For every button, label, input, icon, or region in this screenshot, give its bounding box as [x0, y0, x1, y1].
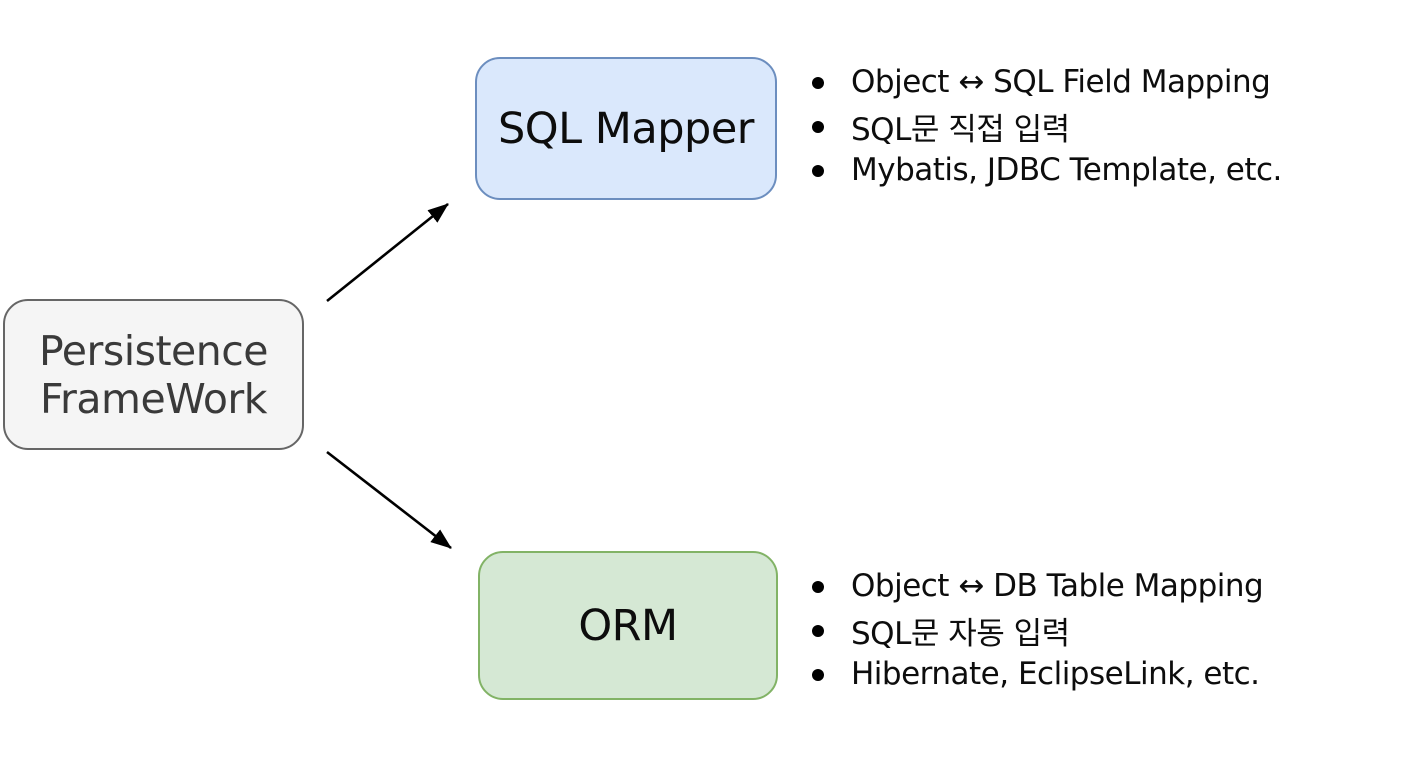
arrow-root-to-sql-mapper [326, 202, 449, 303]
node-persistence-framework: Persistence FrameWork [3, 299, 304, 450]
orm-bullet-1: Object ↔ DB Table Mapping [812, 564, 1264, 608]
node-persistence-framework-label-line2: FrameWork [39, 374, 268, 423]
node-sql-mapper: SQL Mapper [475, 57, 777, 200]
sql-mapper-bullet-2-text: SQL문 직접 입력 [851, 111, 1070, 148]
orm-bullet-3-text: Hibernate, EclipseLink, etc. [851, 656, 1260, 692]
sql-mapper-bullet-1: Object ↔ SQL Field Mapping [812, 60, 1282, 104]
node-orm-label: ORM [578, 600, 678, 651]
sql-mapper-bullet-3-text: Mybatis, JDBC Template, etc. [851, 152, 1282, 188]
bullet-dot [812, 121, 824, 133]
orm-bullet-2: SQL문 자동 입력 [812, 608, 1263, 652]
sql-mapper-bullet-1-text: Object ↔ SQL Field Mapping [851, 64, 1271, 100]
orm-bullet-list: Object ↔ DB Table Mapping SQL문 자동 입력 Hib… [812, 564, 1264, 696]
orm-bullet-1-text: Object ↔ DB Table Mapping [851, 568, 1264, 604]
arrow-root-to-orm [326, 450, 452, 550]
sql-mapper-bullet-2: SQL문 직접 입력 [812, 104, 1282, 148]
bullet-dot [812, 625, 824, 637]
bullet-dot [812, 77, 824, 89]
sql-mapper-bullet-3: Mybatis, JDBC Template, etc. [812, 148, 1282, 192]
node-sql-mapper-label: SQL Mapper [498, 103, 754, 154]
node-orm: ORM [478, 551, 778, 700]
bullet-dot [812, 165, 824, 177]
node-persistence-framework-label-line1: Persistence [38, 326, 269, 375]
bullet-dot [812, 669, 824, 681]
orm-bullet-3: Hibernate, EclipseLink, etc. [812, 652, 1263, 696]
orm-bullet-2-text: SQL문 자동 입력 [851, 615, 1070, 652]
sql-mapper-bullet-list: Object ↔ SQL Field Mapping SQL문 직접 입력 My… [812, 60, 1282, 192]
bullet-dot [812, 581, 824, 593]
